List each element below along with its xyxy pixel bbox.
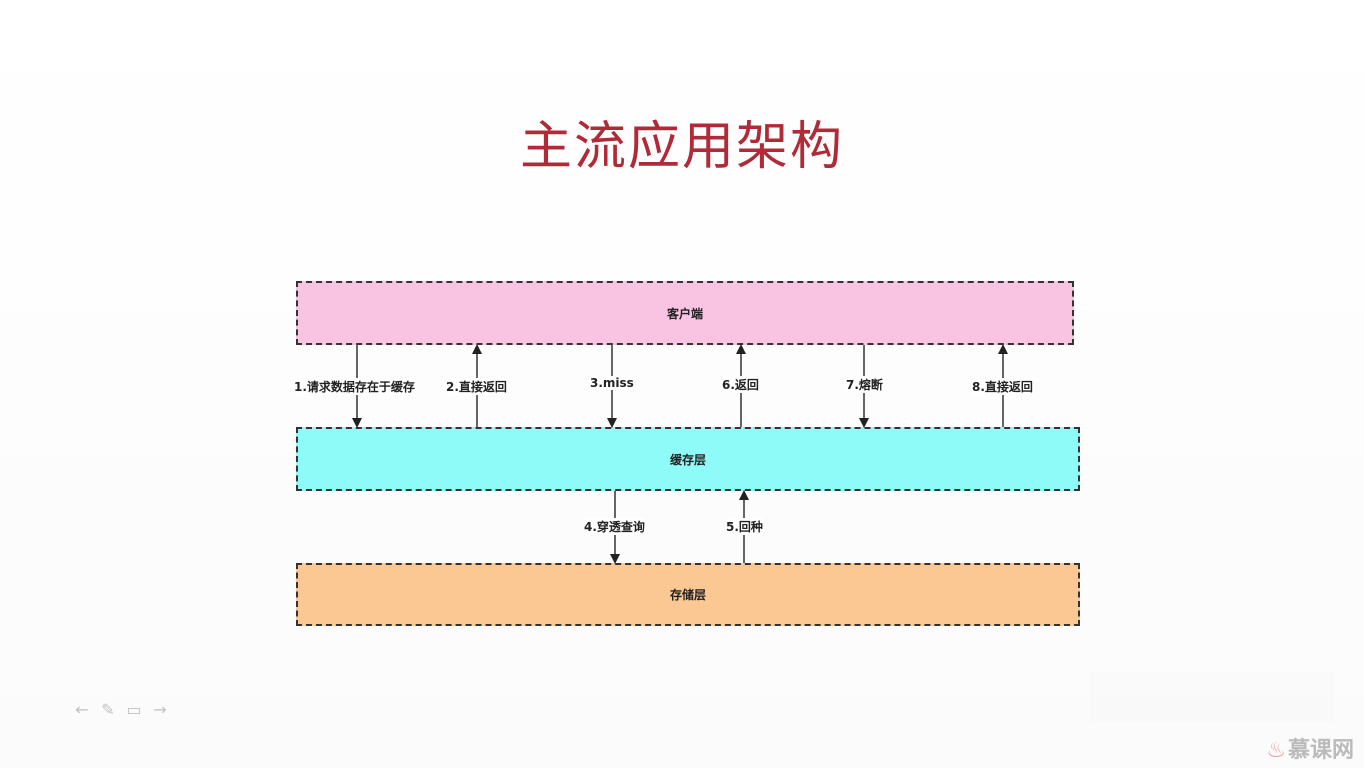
cache-layer-label: 缓存层 [669, 452, 706, 467]
client-layer: 客户端 [296, 281, 1074, 345]
arrow-label-1: 1.请求数据存在于缓存 [294, 378, 415, 395]
arrow-label-8: 8.直接返回 [972, 378, 1033, 395]
slide-title: 主流应用架构 [519, 117, 844, 177]
next-slide-button[interactable]: → [153, 700, 167, 719]
prev-slide-button[interactable]: ← [75, 700, 89, 719]
arrow-label-4: 4.穿透查询 [584, 518, 645, 535]
flame-icon: ♨ [1266, 738, 1286, 763]
faint-overlay [1090, 672, 1334, 722]
cache-layer: 缓存层 [296, 427, 1080, 491]
arrow-label-2: 2.直接返回 [446, 378, 507, 395]
storage-layer-label: 存储层 [669, 588, 706, 602]
slide-menu-button[interactable]: ▭ [126, 700, 142, 719]
arrow-label-7: 7.熔断 [846, 376, 883, 393]
client-layer-label: 客户端 [666, 306, 703, 321]
watermark-logo: ♨慕课网 [1266, 732, 1354, 764]
arrow-label-5: 5.回种 [726, 518, 763, 535]
watermark-text: 慕课网 [1287, 738, 1354, 763]
arrow-label-6: 6.返回 [722, 376, 759, 393]
pen-tool-button[interactable]: ✎ [101, 700, 115, 719]
arrow-label-3: 3.miss [590, 376, 634, 390]
slide-toolbar: ← ✎ ▭ → [72, 700, 170, 719]
storage-layer: 存储层 [296, 563, 1080, 626]
